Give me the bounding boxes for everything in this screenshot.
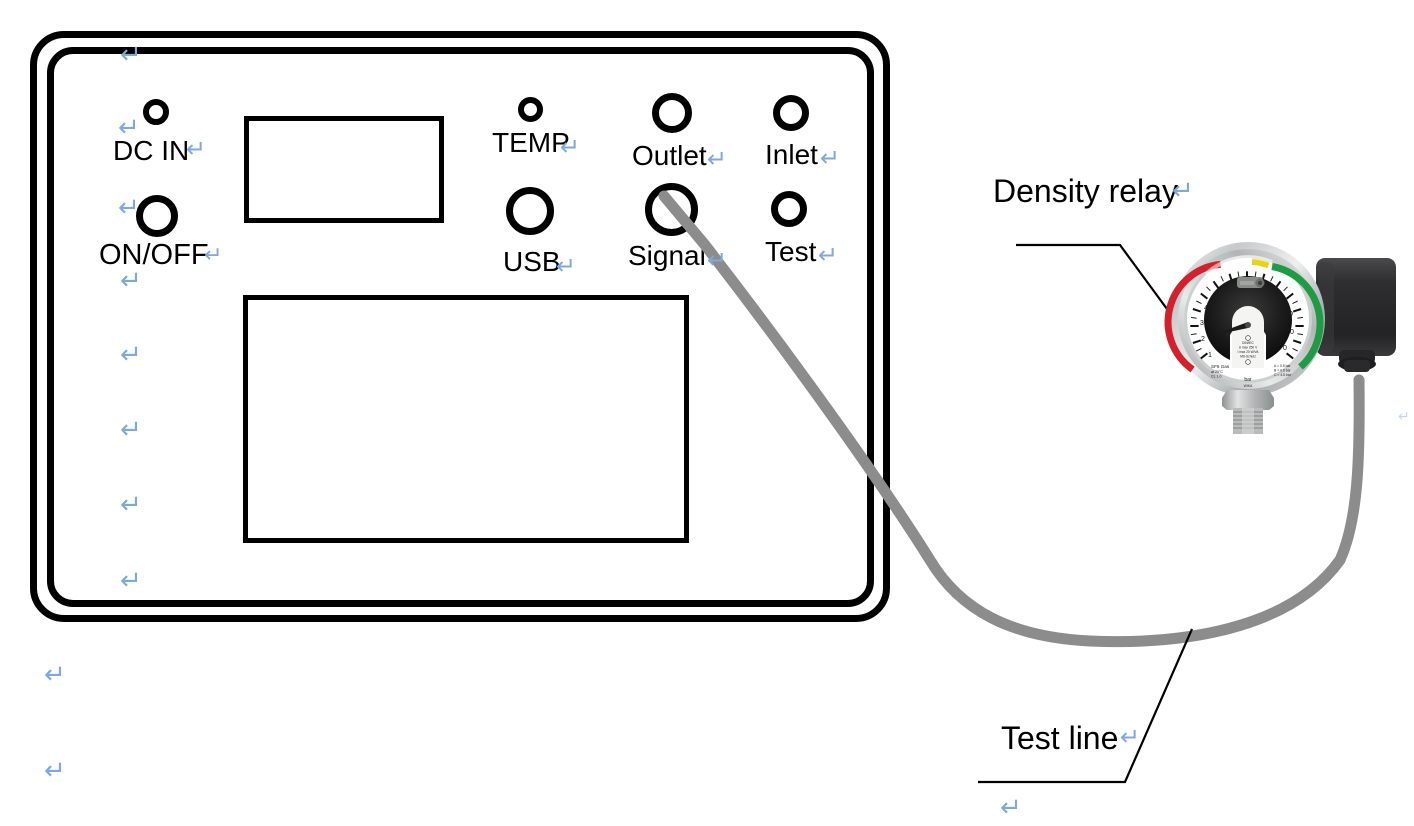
callout-density-relay: Density relay bbox=[993, 173, 1178, 209]
label-on-off: ON/OFF bbox=[99, 239, 209, 271]
return-mark: ↵ bbox=[818, 241, 839, 269]
return-mark: ↵ bbox=[120, 340, 142, 370]
port-signal[interactable] bbox=[645, 183, 698, 236]
svg-text:3: 3 bbox=[1200, 320, 1204, 327]
svg-text:at 20°C: at 20°C bbox=[1211, 370, 1223, 374]
gauge-dial-text: SF6 Gas at 20°C CL 1.0 bar WIKA DIN/IEC … bbox=[1211, 335, 1292, 388]
svg-text:U max 250 V: U max 250 V bbox=[1239, 346, 1258, 350]
small-display bbox=[244, 116, 444, 223]
gauge-gas-label: SF6 Gas bbox=[1211, 364, 1230, 369]
label-usb: USB bbox=[503, 246, 561, 277]
label-temp: TEMP bbox=[492, 127, 570, 158]
return-mark: ↵ bbox=[120, 266, 142, 296]
label-signal: Signal bbox=[628, 240, 706, 271]
return-mark: ↵ bbox=[707, 246, 728, 274]
density-relay-gauge: 1 2 3 4 5 6 7 8 9 0 0 0 bbox=[1148, 240, 1410, 440]
gauge-contact-window bbox=[1232, 306, 1264, 368]
port-dc-in[interactable] bbox=[143, 99, 169, 125]
return-mark: ↵ bbox=[1000, 793, 1022, 823]
return-mark: ↵ bbox=[707, 145, 728, 173]
return-mark: ↵ bbox=[118, 193, 140, 223]
return-mark: ↵ bbox=[120, 40, 142, 70]
callout-test-line: Test line bbox=[1001, 720, 1119, 756]
return-mark: ↵ bbox=[120, 490, 142, 520]
svg-text:0: 0 bbox=[1290, 329, 1294, 336]
leader-test-line bbox=[978, 628, 1194, 784]
return-mark: ↵ bbox=[560, 133, 581, 161]
port-usb[interactable] bbox=[506, 187, 554, 235]
gauge-scale-zones bbox=[1164, 257, 1324, 373]
gauge-units: bar bbox=[1244, 377, 1252, 383]
gauge-process-connection bbox=[1222, 390, 1274, 434]
label-outlet: Outlet bbox=[632, 140, 707, 171]
return-mark: ↵ bbox=[820, 144, 841, 172]
return-mark: ↵ bbox=[120, 566, 142, 596]
port-test[interactable] bbox=[771, 191, 807, 227]
gauge-connector-block bbox=[1316, 258, 1396, 372]
svg-text:CL 1.0: CL 1.0 bbox=[1211, 375, 1221, 379]
port-on-off[interactable] bbox=[136, 195, 178, 237]
svg-text:C = 4.5 bar: C = 4.5 bar bbox=[1274, 373, 1292, 377]
label-dc-in: DC IN bbox=[113, 135, 190, 166]
return-mark: ↵ bbox=[120, 415, 142, 445]
port-inlet[interactable] bbox=[773, 95, 809, 131]
gauge-pointer bbox=[1210, 322, 1248, 336]
return-mark: ↵ bbox=[1120, 723, 1141, 751]
svg-text:MS-Schutz: MS-Schutz bbox=[1240, 355, 1256, 359]
gauge-minor-ticks bbox=[1190, 271, 1304, 352]
svg-text:I max 20 W/VA: I max 20 W/VA bbox=[1237, 350, 1259, 354]
gauge-contact-mechanism bbox=[1237, 277, 1265, 288]
svg-text:A = 0.5 bar: A = 0.5 bar bbox=[1274, 364, 1291, 368]
svg-text:2: 2 bbox=[1201, 336, 1205, 343]
return-mark: ↵ bbox=[204, 243, 223, 268]
return-mark: ↵ bbox=[556, 252, 577, 280]
svg-text:0: 0 bbox=[1283, 345, 1287, 352]
return-mark-margin: ↵ bbox=[1398, 409, 1410, 425]
large-display bbox=[243, 295, 689, 543]
svg-text:B = 0.6 bar: B = 0.6 bar bbox=[1274, 369, 1292, 373]
return-mark: ↵ bbox=[186, 135, 207, 163]
svg-text:WIKA: WIKA bbox=[1244, 384, 1253, 388]
return-mark: ↵ bbox=[1172, 176, 1194, 206]
label-inlet: Inlet bbox=[765, 139, 818, 170]
svg-text:DIN/IEC: DIN/IEC bbox=[1242, 341, 1254, 345]
return-mark: ↵ bbox=[44, 756, 66, 786]
return-mark: ↵ bbox=[118, 113, 140, 143]
label-test: Test bbox=[765, 236, 817, 267]
port-outlet[interactable] bbox=[652, 93, 692, 133]
svg-text:1: 1 bbox=[1208, 352, 1212, 359]
port-temp[interactable] bbox=[518, 97, 543, 122]
return-mark: ↵ bbox=[44, 660, 66, 690]
gauge-ticks bbox=[1190, 271, 1304, 360]
